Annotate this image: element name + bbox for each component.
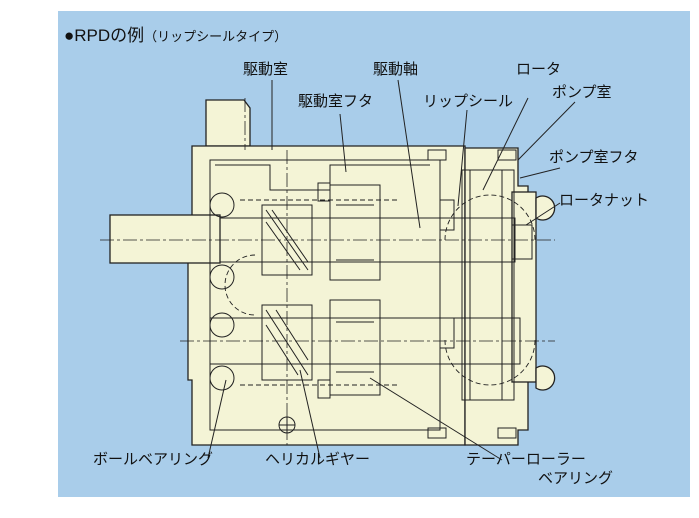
gearbox-housing: [187, 145, 466, 446]
label-drive-shaft: 駆動軸: [373, 60, 419, 78]
diagram-title: ●RPDの例（リップシールタイプ）: [64, 21, 287, 46]
label-helical-gear: ヘリカルギヤー: [265, 450, 371, 468]
label-rotor-nut: ロータナット: [559, 191, 650, 209]
housing-boss: [205, 99, 251, 147]
label-taper-roller-bearing-2: ベアリング: [538, 469, 614, 487]
label-rotor: ロータ: [516, 60, 562, 78]
label-pump-chamber: ポンプ室: [552, 83, 612, 101]
label-drive-chamber-cover: 駆動室フタ: [298, 92, 374, 110]
label-lip-seal: リップシール: [423, 92, 514, 110]
lug-top: [535, 195, 556, 221]
label-drive-chamber: 駆動室: [243, 60, 289, 78]
input-shaft: [109, 214, 221, 264]
label-ball-bearing: ボールベアリング: [93, 450, 214, 468]
lug-bottom: [535, 365, 556, 391]
title-main: ●RPDの例: [64, 26, 145, 45]
title-sub: （リップシールタイプ）: [144, 29, 288, 44]
label-pump-chamber-cover: ポンプ室フタ: [549, 148, 639, 166]
label-taper-roller-bearing-1: テーパーローラー: [466, 450, 586, 468]
